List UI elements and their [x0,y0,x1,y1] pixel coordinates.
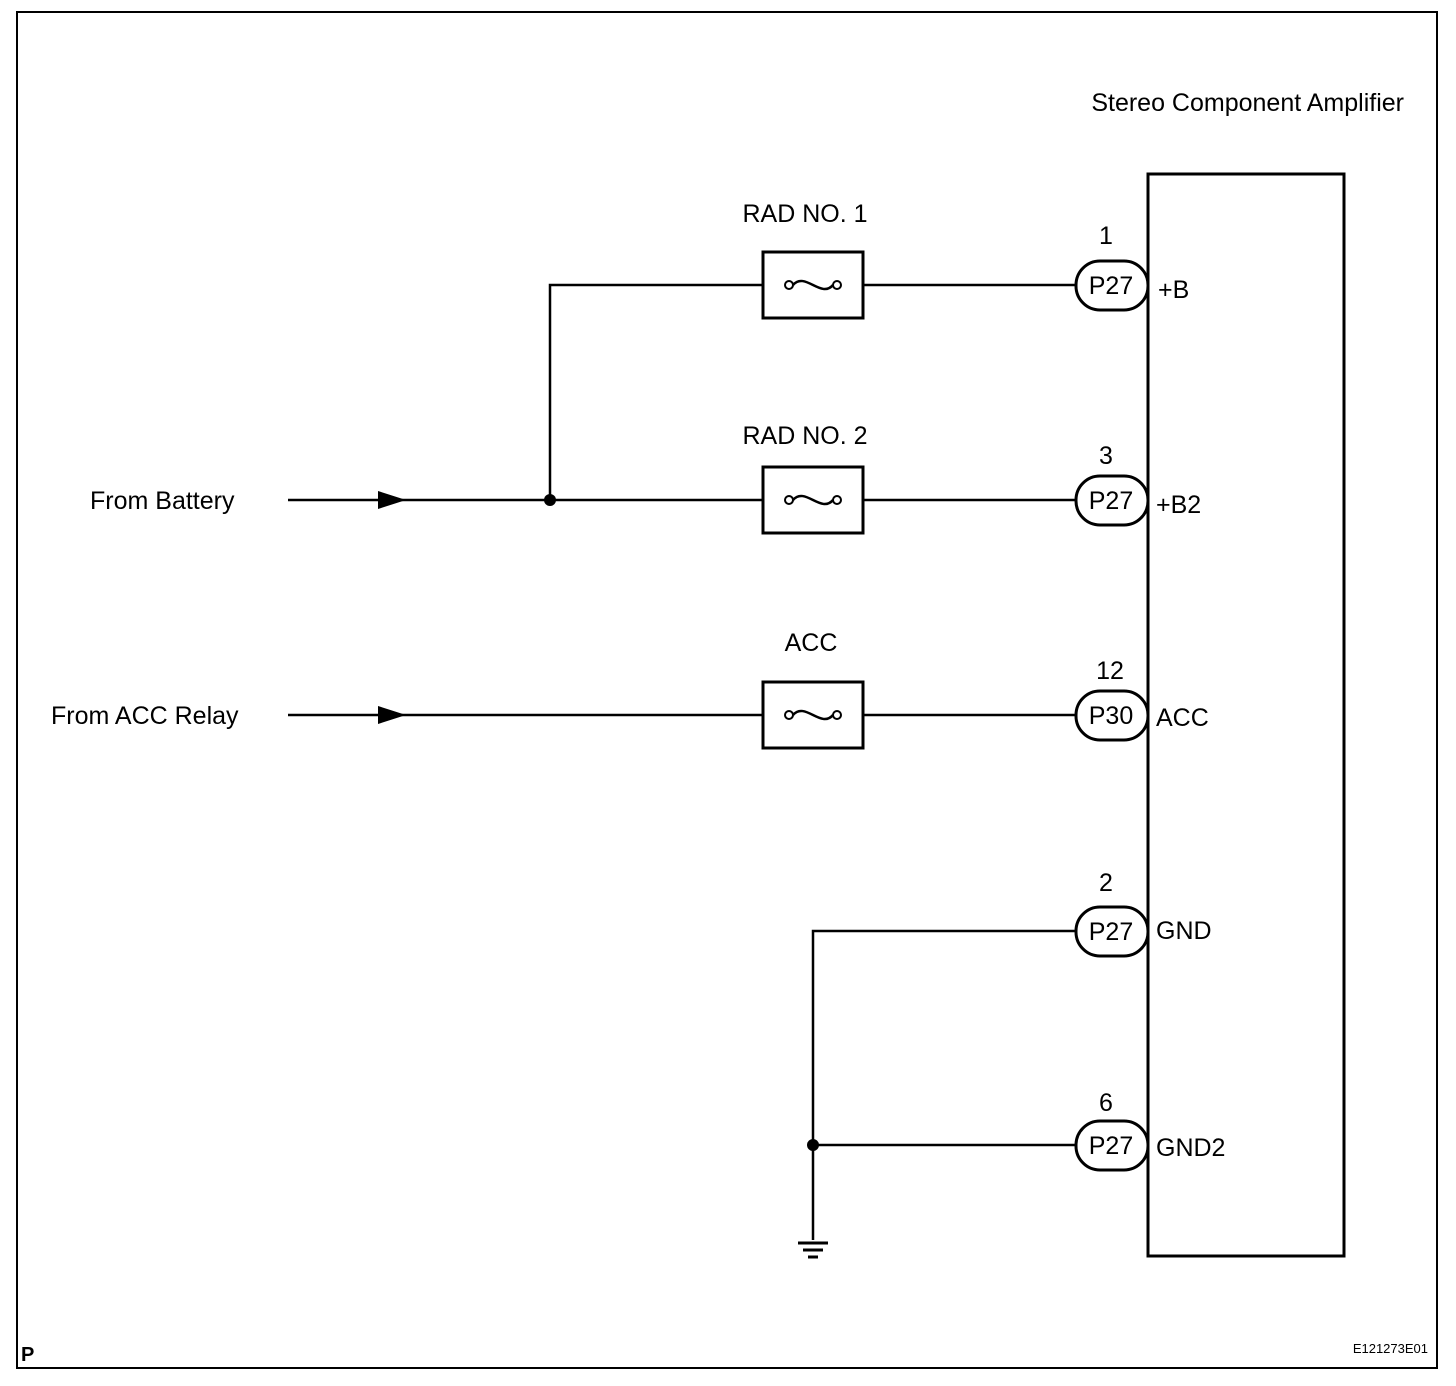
connector-pill [1074,474,1150,527]
gnd-wire [811,929,1076,1240]
pin-number: 1 [1099,222,1113,250]
corner-mark: P [21,1344,34,1366]
outer-frame [16,11,1438,1369]
fuse-rad1 [761,250,865,320]
connector-code: P27 [1089,1132,1133,1160]
connector-pill [1074,905,1150,958]
source-battery-label: From Battery [90,487,235,515]
rad1-branch-wire [548,283,763,500]
terminal-label: ACC [1156,704,1209,732]
terminal-label: GND2 [1156,1134,1225,1162]
ground-symbol-icon [798,1241,828,1259]
ground-junction [807,1139,819,1151]
fuse-acc-label: ACC [785,629,838,657]
acc-relay-arrow [378,706,406,724]
pin-number: 6 [1099,1089,1113,1117]
terminal-label: GND [1156,917,1212,945]
connector-pill [1074,689,1150,742]
pin-number: 2 [1099,869,1113,897]
amplifier-box [1146,172,1346,1258]
figure-id: E121273E01 [1353,1341,1428,1356]
fuse-rad2 [761,465,865,535]
connector-code: P27 [1089,918,1133,946]
connector-pill [1074,1119,1150,1172]
fuse-acc [761,680,865,750]
connector-pill [1074,259,1150,312]
source-acc-relay-label: From ACC Relay [51,702,239,730]
connector-code: P27 [1089,487,1133,515]
connector-code: P27 [1089,272,1133,300]
pin-number: 3 [1099,442,1113,470]
fuse-rad2-label: RAD NO. 2 [742,422,867,450]
terminal-label: +B2 [1156,491,1201,519]
connector-code: P30 [1089,702,1133,730]
pin-number: 12 [1096,657,1124,685]
fuse-rad1-label: RAD NO. 1 [742,200,867,228]
battery-arrow [378,491,406,509]
amplifier-title: Stereo Component Amplifier [1091,89,1404,117]
terminal-label: +B [1158,276,1189,304]
